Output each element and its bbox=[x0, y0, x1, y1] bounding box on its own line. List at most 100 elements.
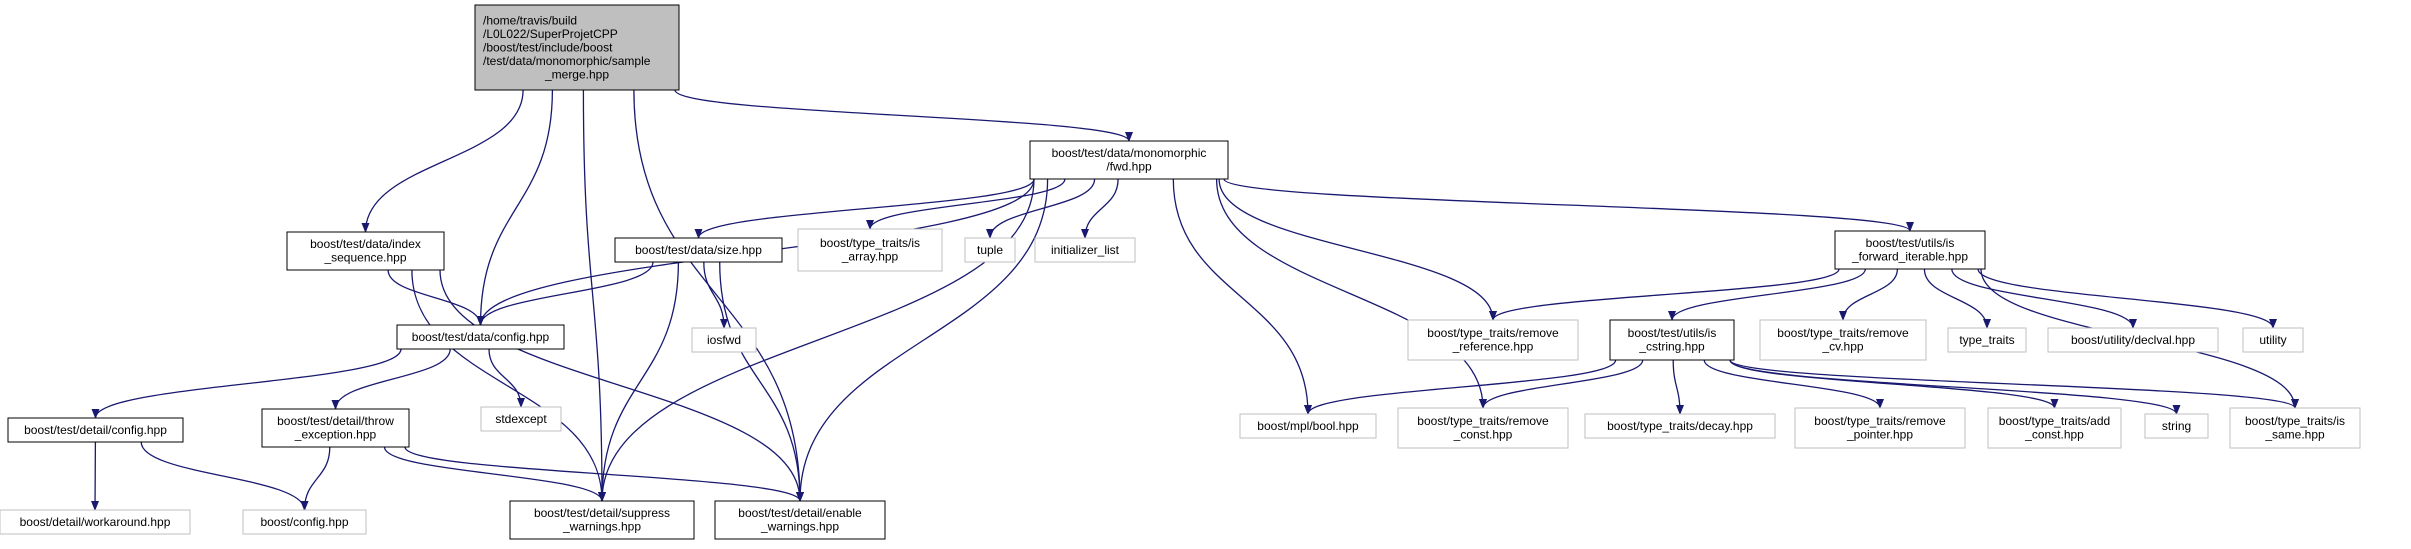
node-label-remove_cv-line-0: boost/type_traits/remove bbox=[1777, 326, 1909, 340]
edge-index_seq-to-enable bbox=[439, 269, 804, 502]
edge-data_size-to-iosfwd bbox=[703, 261, 728, 329]
node-box-tuple bbox=[964, 237, 1016, 263]
edge-data_config-to-detail_config bbox=[91, 348, 402, 419]
node-suppress[interactable]: boost/test/detail/suppress_warnings.hpp bbox=[509, 500, 695, 540]
node-fwd_iter[interactable]: boost/test/utils/is_forward_iterable.hpp bbox=[1834, 230, 1986, 270]
node-box-index_seq bbox=[286, 231, 445, 271]
edge-data_size-to-enable bbox=[719, 261, 804, 502]
node-label-is_cstring-line-0: boost/test/utils/is bbox=[1628, 326, 1717, 340]
node-mpl_bool: boost/mpl/bool.hpp bbox=[1239, 413, 1377, 439]
node-box-remove_const bbox=[1397, 407, 1569, 449]
node-is_cstring[interactable]: boost/test/utils/is_cstring.hpp bbox=[1609, 319, 1735, 361]
edge-data_config-to-stdexcept bbox=[488, 348, 525, 408]
edge-data_size-to-data_config bbox=[476, 261, 654, 326]
node-label-suppress-line-0: boost/test/detail/suppress bbox=[534, 506, 670, 520]
node-label-remove_ptr-line-1: _pointer.hpp bbox=[1846, 428, 1913, 442]
node-box-is_array bbox=[797, 228, 943, 272]
node-box-data_size bbox=[614, 237, 783, 263]
node-box-throw_exc bbox=[261, 408, 410, 448]
node-enable[interactable]: boost/test/detail/enable_warnings.hpp bbox=[714, 500, 886, 540]
node-label-root-line-3: /test/data/monomorphic/sample bbox=[483, 54, 651, 68]
edge-fwd-to-remove_const bbox=[1215, 178, 1487, 409]
node-boost_config: boost/config.hpp bbox=[242, 509, 367, 535]
node-label-mpl_bool-line-0: boost/mpl/bool.hpp bbox=[1257, 419, 1359, 433]
edge-throw_exc-to-enable bbox=[404, 446, 804, 502]
node-label-remove_ref-line-0: boost/type_traits/remove bbox=[1427, 326, 1559, 340]
edge-fwd_iter-to-type_traits bbox=[1923, 268, 1991, 329]
node-label-fwd_iter-line-1: _forward_iterable.hpp bbox=[1851, 250, 1968, 264]
node-iosfwd: iosfwd bbox=[691, 327, 757, 353]
node-label-utility-line-0: utility bbox=[2259, 333, 2286, 347]
edge-index_seq-to-data_config bbox=[387, 269, 485, 326]
node-throw_exc[interactable]: boost/test/detail/throw_exception.hpp bbox=[261, 408, 410, 448]
edge-fwd-to-suppress bbox=[598, 178, 1035, 502]
node-box-root bbox=[474, 4, 680, 91]
node-label-remove_cv-line-1: _cv.hpp bbox=[1821, 340, 1863, 354]
edge-fwd-to-enable bbox=[796, 178, 1049, 502]
node-detail_config[interactable]: boost/test/detail/config.hpp bbox=[7, 417, 184, 443]
edge-root-to-suppress bbox=[582, 89, 606, 502]
node-add_const: boost/type_traits/add_const.hpp bbox=[1987, 407, 2122, 449]
nodes-layer: /home/travis/build/L0L022/SuperProjetCPP… bbox=[0, 4, 2361, 540]
node-type_traits: type_traits bbox=[1947, 327, 2027, 353]
node-box-is_same bbox=[2229, 407, 2361, 449]
node-data_size[interactable]: boost/test/data/size.hpp bbox=[614, 237, 783, 263]
node-label-enable-line-1: _warnings.hpp bbox=[760, 520, 839, 534]
node-utility: utility bbox=[2242, 327, 2304, 353]
node-box-boost_config bbox=[242, 509, 367, 535]
node-workaround: boost/detail/workaround.hpp bbox=[0, 509, 191, 535]
node-label-tuple-line-0: tuple bbox=[977, 243, 1003, 257]
edge-fwd_iter-to-utility bbox=[1977, 268, 2277, 329]
edge-is_cstring-to-mpl_bool bbox=[1304, 359, 1617, 415]
node-label-root-line-1: /L0L022/SuperProjetCPP bbox=[483, 27, 618, 41]
edge-fwd-to-remove_ref bbox=[1218, 178, 1497, 321]
node-fwd[interactable]: boost/test/data/monomorphic/fwd.hpp bbox=[1029, 140, 1229, 180]
node-label-string-line-0: string bbox=[2162, 419, 2191, 433]
edge-is_cstring-to-is_same bbox=[1729, 359, 2299, 409]
node-box-remove_ptr bbox=[1794, 407, 1966, 449]
node-remove_ptr: boost/type_traits/remove_pointer.hpp bbox=[1794, 407, 1966, 449]
edge-fwd_iter-to-remove_ref bbox=[1489, 268, 1840, 321]
node-label-suppress-line-1: _warnings.hpp bbox=[562, 520, 641, 534]
node-label-add_const-line-0: boost/type_traits/add bbox=[1999, 414, 2110, 428]
node-box-data_config bbox=[396, 324, 565, 350]
node-label-is_cstring-line-1: _cstring.hpp bbox=[1638, 340, 1705, 354]
node-box-remove_ref bbox=[1407, 319, 1579, 361]
node-box-string bbox=[2144, 413, 2209, 439]
node-label-root-line-0: /home/travis/build bbox=[483, 13, 577, 27]
edge-root-to-index_seq bbox=[361, 89, 524, 233]
edge-fwd-to-tuple bbox=[986, 178, 1096, 239]
node-label-stdexcept-line-0: stdexcept bbox=[495, 412, 547, 426]
node-is_array: boost/type_traits/is_array.hpp bbox=[797, 228, 943, 272]
edge-fwd_iter-to-is_cstring bbox=[1668, 268, 1867, 321]
edge-is_cstring-to-string bbox=[1729, 359, 2181, 415]
node-box-is_cstring bbox=[1609, 319, 1735, 361]
node-box-declval bbox=[2047, 327, 2219, 353]
node-root[interactable]: /home/travis/build/L0L022/SuperProjetCPP… bbox=[474, 4, 680, 91]
node-label-fwd_iter-line-0: boost/test/utils/is bbox=[1866, 236, 1955, 250]
node-data_config[interactable]: boost/test/data/config.hpp bbox=[396, 324, 565, 350]
edge-detail_config-to-boost_config bbox=[140, 441, 309, 511]
node-remove_ref: boost/type_traits/remove_reference.hpp bbox=[1407, 319, 1579, 361]
node-label-data_size-line-0: boost/test/data/size.hpp bbox=[635, 243, 762, 257]
node-label-detail_config-line-0: boost/test/detail/config.hpp bbox=[24, 423, 167, 437]
node-index_seq[interactable]: boost/test/data/index_sequence.hpp bbox=[286, 231, 445, 271]
node-label-is_array-line-0: boost/type_traits/is bbox=[820, 236, 920, 250]
node-remove_cv: boost/type_traits/remove_cv.hpp bbox=[1759, 319, 1927, 361]
node-label-index_seq-line-1: _sequence.hpp bbox=[323, 251, 406, 265]
edge-index_seq-to-suppress bbox=[411, 269, 606, 502]
node-box-mpl_bool bbox=[1239, 413, 1377, 439]
edge-is_cstring-to-remove_const bbox=[1479, 359, 1644, 409]
node-label-remove_const-line-0: boost/type_traits/remove bbox=[1417, 414, 1549, 428]
node-label-init_list-line-0: initializer_list bbox=[1051, 243, 1120, 257]
node-box-type_traits bbox=[1947, 327, 2027, 353]
edge-fwd-to-data_size bbox=[694, 178, 1035, 239]
node-label-data_config-line-0: boost/test/data/config.hpp bbox=[412, 330, 550, 344]
node-decay: boost/type_traits/decay.hpp bbox=[1584, 413, 1776, 439]
edge-fwd-to-init_list bbox=[1081, 178, 1119, 239]
node-box-iosfwd bbox=[691, 327, 757, 353]
edge-data_size-to-suppress bbox=[598, 261, 680, 502]
node-label-fwd-line-0: boost/test/data/monomorphic bbox=[1052, 146, 1207, 160]
node-label-decay-line-0: boost/type_traits/decay.hpp bbox=[1607, 419, 1753, 433]
